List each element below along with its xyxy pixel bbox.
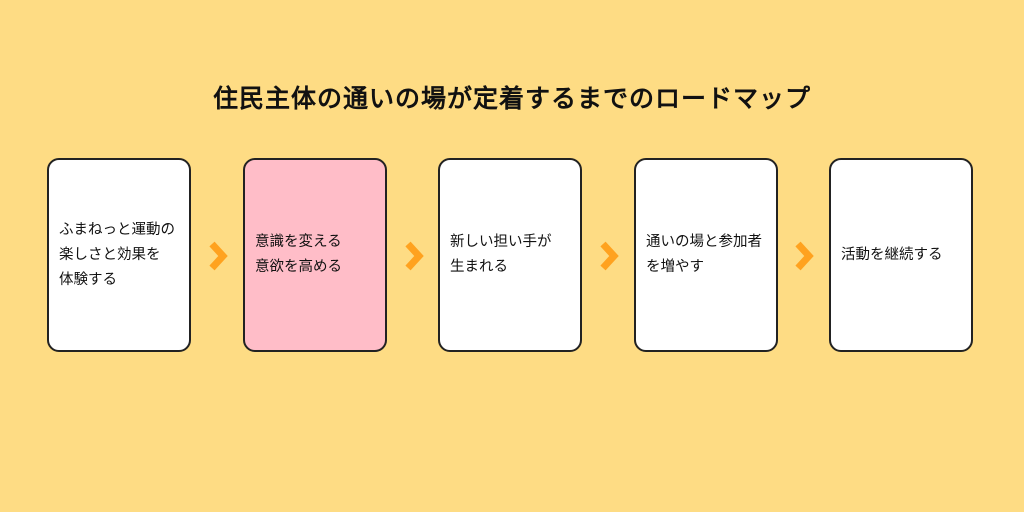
step-text-2: 意識を変える 意欲を高める [255,234,342,275]
step-card-3: 新しい担い手が 生まれる [438,158,582,352]
step-card-2: 意識を変える 意欲を高める [243,158,387,352]
chevron-right-icon [207,240,229,272]
step-text-5: 活動を継続する [841,246,943,263]
step-text-1: ふまねっと運動の 楽しさと効果を 体験する [59,221,175,288]
chevron-right-icon [598,240,620,272]
step-card-5: 活動を継続する [829,158,973,352]
chevron-right-icon [403,240,425,272]
step-card-4: 通いの場と参加者 を増やす [634,158,778,352]
page-title: 住民主体の通いの場が定着するまでのロードマップ [212,84,811,113]
step-text-4: 通いの場と参加者 を増やす [646,234,762,275]
chevron-right-icon [793,240,815,272]
step-card-1: ふまねっと運動の 楽しさと効果を 体験する [47,158,191,352]
step-text-3: 新しい担い手が 生まれる [450,234,552,275]
